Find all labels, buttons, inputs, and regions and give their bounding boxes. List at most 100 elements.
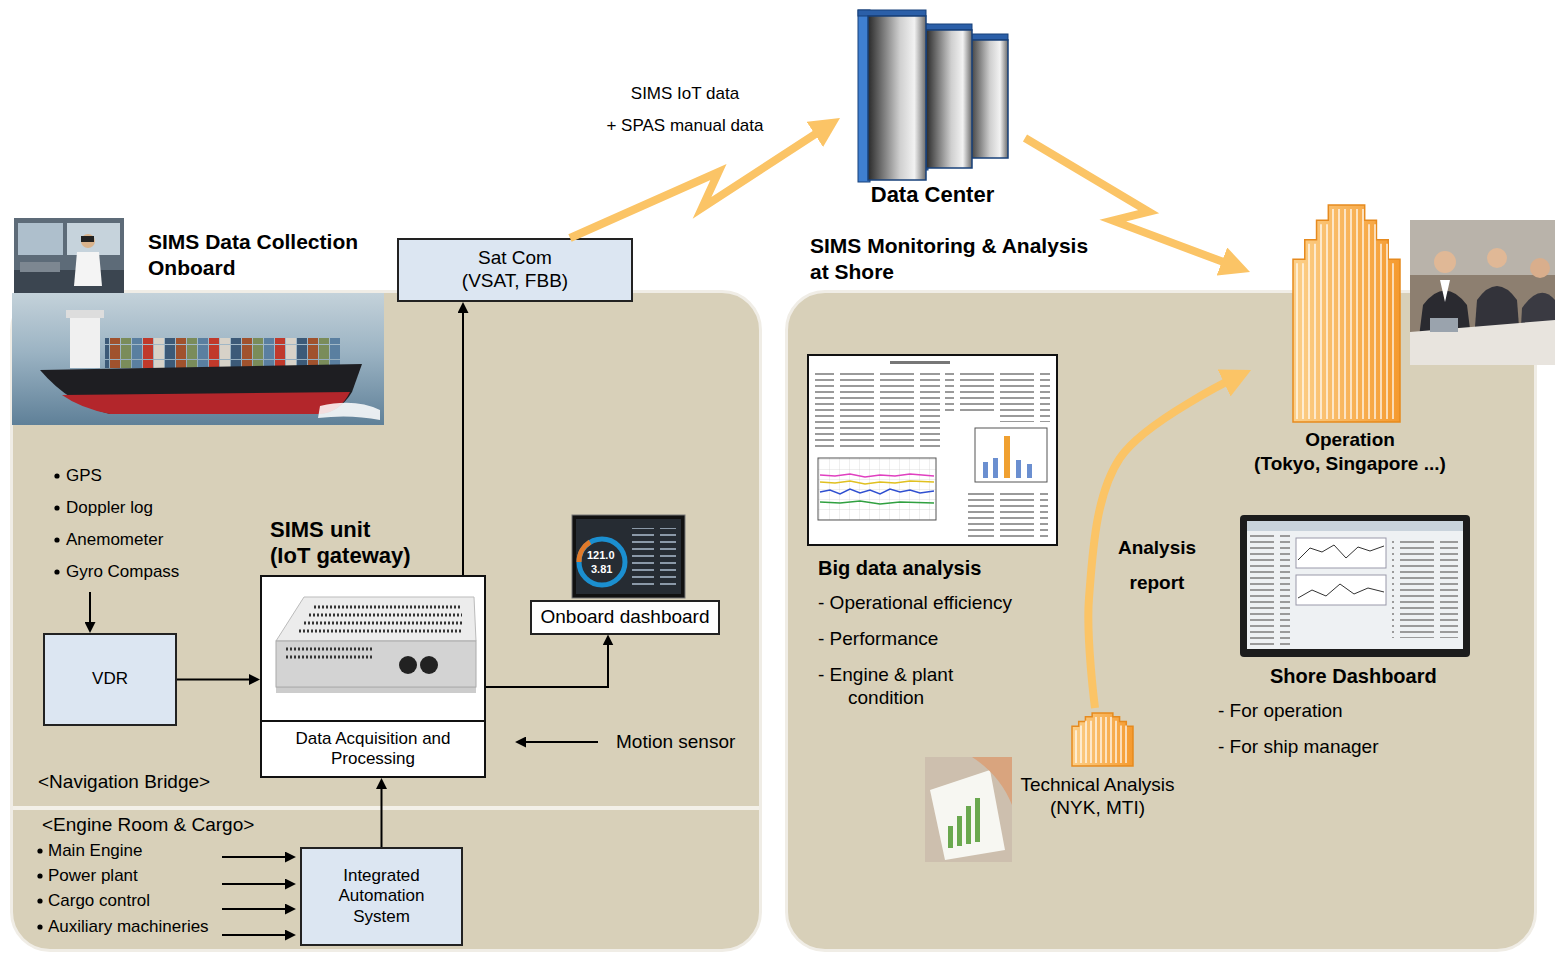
ta-icon (1115, 721, 1117, 763)
data-arrow (177, 679, 256, 681)
process-box: Sat Com (VSAT, FBB) (397, 238, 633, 302)
signal-arrow (89, 592, 91, 629)
list-bullet (37, 924, 42, 929)
report-image (975, 428, 1047, 482)
ship-photo (62, 392, 350, 414)
shore-dashboard-screen (1247, 521, 1463, 531)
data-arrow (486, 639, 608, 688)
sims-icon (309, 614, 462, 617)
sims-icon (299, 630, 462, 633)
analysis-photo (957, 816, 962, 846)
text-slot: Onboard dashboard (540, 606, 709, 629)
op-icon (1314, 244, 1316, 419)
box-heading: SIMS unit (IoT gateway) (270, 517, 414, 570)
note-label: Auxiliary machineries (48, 917, 209, 937)
ship-photo (12, 293, 384, 425)
text-slot: SIMS Data Collection Onboard (148, 229, 362, 282)
meeting-photo (1487, 248, 1507, 268)
onboard-dashboard-screen (576, 519, 681, 594)
wrap-spacer (1116, 530, 1117, 540)
list-bullet (54, 537, 59, 542)
op-icon (1368, 224, 1370, 419)
dc-icon (968, 40, 1008, 158)
onboard-dashboard-screen (572, 515, 685, 598)
bridge-photo (81, 234, 95, 248)
report-image (820, 481, 934, 484)
report-image (983, 462, 988, 478)
op-icon (1374, 224, 1376, 419)
process-box: VDR (43, 633, 177, 726)
note-label: Main Engine (48, 841, 143, 861)
analysis-photo (925, 757, 1012, 862)
list-bullet (54, 473, 59, 478)
note-label: Anemometer (66, 530, 163, 550)
note-label: - For ship manager (1218, 736, 1379, 759)
sims-icon (262, 577, 484, 722)
bridge-photo (14, 270, 124, 296)
bridge-photo (14, 218, 124, 296)
note-label: <Engine Room & Cargo> (42, 814, 254, 837)
text-slot: Data Acquisition and Processing (262, 720, 484, 776)
ship-photo (105, 338, 340, 368)
sims-icon (286, 648, 374, 651)
label-slot: - For operation (1218, 700, 1343, 723)
node-text: Operation (Tokyo, Singapore ...) (1253, 428, 1448, 476)
wrap-spacer (1197, 530, 1198, 540)
note-label: Shore Dashboard (1270, 664, 1437, 688)
note-label: Motion sensor (616, 731, 735, 754)
shore-dashboard-screen (1296, 575, 1386, 605)
note-label: 121.0 (587, 549, 615, 562)
signal-arrow (222, 883, 292, 885)
ta-icon (1110, 717, 1112, 763)
data-arrow (462, 306, 464, 575)
ship-photo (318, 403, 380, 420)
report-image (1004, 436, 1010, 478)
bridge-photo (20, 262, 60, 272)
note-label: - For operation (1218, 700, 1343, 723)
report-image (820, 474, 934, 477)
label-slot: <Engine Room & Cargo> (42, 814, 254, 837)
op-icon (1338, 209, 1340, 419)
shore-dashboard-screen (1298, 545, 1384, 560)
note-label: Doppler log (66, 498, 153, 518)
op-icon (1302, 263, 1304, 419)
edge-label: SIMS IoT data + SPAS manual data (605, 78, 766, 142)
note-label: Power plant (48, 866, 138, 886)
bridge-photo (81, 236, 94, 242)
analysis-photo (930, 770, 1005, 860)
label-slot: Doppler log (66, 498, 153, 518)
sims-icon (314, 606, 462, 609)
onboard-dashboard-screen (572, 515, 685, 598)
wrap-spacer (372, 517, 414, 528)
ta-icon (1085, 721, 1087, 763)
list-bullet (37, 848, 42, 853)
note-label: <Navigation Bridge> (38, 771, 210, 794)
wrap-spacer (1176, 774, 1177, 784)
wrap-spacer (1090, 233, 1092, 244)
panel-heading: SIMS Monitoring & Analysis at Shore (810, 233, 1092, 286)
wrap-spacer (1396, 428, 1448, 438)
wrap-spacer (360, 229, 362, 240)
report-image (808, 355, 1057, 545)
text-slot: VDR (92, 669, 128, 689)
wrap-spacer (553, 247, 570, 257)
analysis-photo (975, 798, 980, 842)
text-slot: Operation (Tokyo, Singapore ...) (1250, 428, 1450, 476)
ta-icon (1120, 725, 1122, 763)
text-slot: Integrated Automation System (337, 866, 426, 927)
label-slot: - For ship manager (1218, 736, 1379, 759)
report-image (815, 372, 875, 450)
report-image (880, 372, 940, 450)
label-slot: Anemometer (66, 530, 163, 550)
wrap-spacer (460, 247, 477, 257)
label-slot: 3.81 (591, 563, 612, 576)
note-label: 3.81 (591, 563, 612, 576)
label-slot: Motion sensor (616, 731, 735, 754)
op-icon (1356, 209, 1358, 419)
office-node: Technical Analysis (NYK, MTI) (1010, 708, 1185, 828)
label-slot: <Navigation Bridge> (38, 771, 210, 794)
note-label: Cargo control (48, 891, 150, 911)
node-text: Technical Analysis (NYK, MTI) (1019, 774, 1177, 820)
op-icon (1326, 224, 1328, 419)
